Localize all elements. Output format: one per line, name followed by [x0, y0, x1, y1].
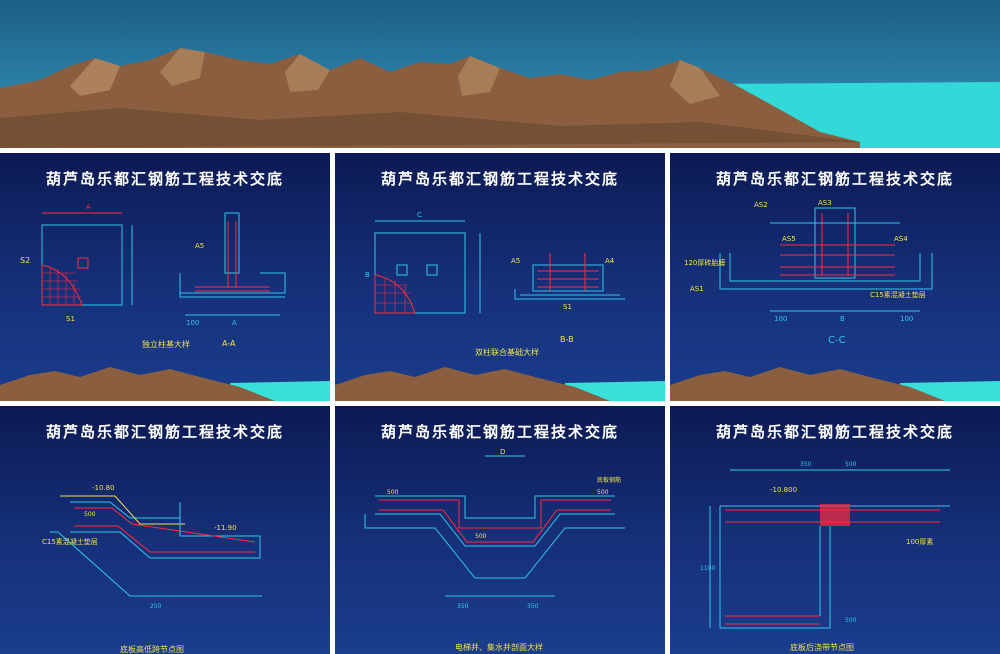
label-a4: A4 — [605, 257, 615, 265]
label-elev-top: -10.80 — [92, 484, 115, 492]
drawing-caption: 双柱联合基础大样 — [475, 348, 539, 357]
label-1100: 1100 — [700, 565, 715, 572]
slide-grid: 葫芦岛乐都汇钢筋工程技术交底 A S2 S1 A5 — [0, 153, 1000, 654]
slide-6-post-pour-strip: 葫芦岛乐都汇钢筋工程技术交底 -10.800 350 500 100厚素 110… — [670, 406, 1000, 654]
slide-1-isolated-footing: 葫芦岛乐都汇钢筋工程技术交底 A S2 S1 A5 — [0, 153, 330, 401]
label-350: 350 — [800, 461, 812, 468]
label-a5: A5 — [195, 242, 204, 250]
label-elev-low: -11.90 — [214, 524, 237, 532]
drawing-caption: 底板高低跨节点图 — [120, 645, 184, 654]
section-caption: A-A — [222, 339, 236, 348]
label-d: D — [500, 448, 505, 456]
label-500: 500 — [84, 511, 96, 518]
mountain-footer — [0, 367, 330, 401]
mountain-footer — [670, 367, 1000, 401]
label-250: 250 — [150, 603, 162, 610]
label-as4: AS4 — [894, 235, 908, 243]
post-pour-strip-drawing: -10.800 350 500 100厚素 1100 500 — [700, 461, 950, 629]
slide-3-section-c: 葫芦岛乐都汇钢筋工程技术交底 AS2 AS3 AS5 AS4 120厚砖胎膜 A… — [670, 153, 1000, 401]
label-as2: AS2 — [754, 201, 768, 209]
slide-2-combined-footing: 葫芦岛乐都汇钢筋工程技术交底 C B A5 A4 — [335, 153, 665, 401]
slide-title: 葫芦岛乐都汇钢筋工程技术交底 — [45, 170, 284, 188]
slide-title: 葫芦岛乐都汇钢筋工程技术交底 — [715, 170, 954, 188]
label-100-right: 100 — [900, 315, 913, 323]
label-500-bottom: 500 — [845, 617, 857, 624]
label-500-left: 500 — [387, 489, 399, 496]
dim-label-a: A — [86, 203, 91, 211]
drawing-caption: 独立柱基大样 — [142, 340, 190, 349]
slide-4-slab-step: 葫芦岛乐都汇钢筋工程技术交底 -10.80 500 -11.90 C15素混凝土… — [0, 406, 330, 654]
label-100-plain: 100厚素 — [906, 537, 933, 546]
label-s1: S1 — [563, 303, 572, 311]
slide-5-elevator-pit: 葫芦岛乐都汇钢筋工程技术交底 D 500 500 500 350 350 底板钢… — [335, 406, 665, 654]
label-b: B — [840, 315, 845, 323]
label-brick-form: 120厚砖胎膜 — [684, 258, 725, 267]
label-100: 100 — [186, 319, 199, 327]
slide-title: 葫芦岛乐都汇钢筋工程技术交底 — [380, 170, 619, 188]
label-350-right: 350 — [527, 603, 539, 610]
label-500: 500 — [845, 461, 857, 468]
slide-title: 葫芦岛乐都汇钢筋工程技术交底 — [380, 423, 619, 441]
label-as1: AS1 — [690, 285, 704, 293]
mountain-landscape — [0, 48, 1000, 148]
label-as5: AS5 — [782, 235, 796, 243]
hero-banner — [0, 0, 1000, 148]
label-c: C — [417, 211, 422, 219]
label-100-left: 100 — [774, 315, 787, 323]
label-500-right: 500 — [597, 489, 609, 496]
footing-drawing: A S2 S1 A5 100 A — [20, 203, 286, 327]
slide-title: 葫芦岛乐都汇钢筋工程技术交底 — [715, 423, 954, 441]
label-elev: -10.800 — [770, 486, 797, 494]
label-s1: S1 — [66, 315, 75, 323]
drawing-caption: 底板后浇带节点图 — [790, 643, 854, 652]
combined-footing-drawing: C B A5 A4 S1 — [365, 211, 625, 314]
label-s2: S2 — [20, 256, 30, 265]
label-c15: C15素混凝土垫层 — [870, 290, 926, 299]
elevator-pit-drawing: D 500 500 500 350 350 底板钢筋 — [364, 448, 625, 610]
drawing-caption: 电梯井、集水井剖面大样 — [455, 643, 543, 652]
section-caption: C-C — [828, 335, 846, 346]
label-c15: C15素混凝土垫层 — [42, 537, 98, 546]
slab-step-drawing: -10.80 500 -11.90 C15素混凝土垫层 250 — [42, 484, 262, 610]
label-350-left: 350 — [457, 603, 469, 610]
mountain-footer — [335, 367, 665, 401]
label-b: B — [365, 271, 370, 279]
label-a5: A5 — [511, 257, 520, 265]
label-a-dim: A — [232, 319, 237, 327]
label-500-mid: 500 — [475, 533, 487, 540]
label-as3: AS3 — [818, 199, 832, 207]
section-c-drawing: AS2 AS3 AS5 AS4 120厚砖胎膜 AS1 C15素混凝土垫层 10… — [684, 199, 933, 323]
section-caption: B-B — [560, 335, 574, 344]
label-slab-rebar: 底板钢筋 — [597, 476, 621, 484]
slide-title: 葫芦岛乐都汇钢筋工程技术交底 — [45, 423, 284, 441]
